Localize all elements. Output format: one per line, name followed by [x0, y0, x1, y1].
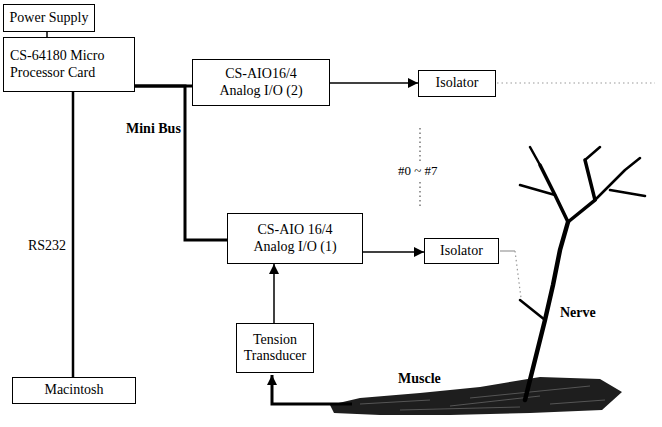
signal-arrow	[273, 264, 275, 323]
muscle-texture	[360, 386, 605, 410]
box-text: Macintosh	[44, 382, 103, 398]
box-text: Tension Transducer	[241, 332, 309, 364]
analog-io-box: CS-AIO16/4 Analog I/O (2)	[192, 59, 330, 106]
box-text: CS-64180 Micro Processor Card	[10, 48, 128, 80]
computer-box: Macintosh	[12, 377, 136, 404]
channel-range: #0 ~ #7	[396, 163, 440, 179]
processor-card-box: CS-64180 Micro Processor Card	[3, 37, 135, 92]
force-line	[272, 375, 352, 404]
stimulus-wire	[500, 250, 515, 251]
nerve-branch	[520, 147, 645, 320]
isolator-box: Isolator	[418, 70, 496, 97]
transducer-box: Tension Transducer	[236, 323, 314, 373]
stimulus-wire	[497, 82, 655, 83]
bus-line	[135, 86, 227, 240]
muscle-shape	[330, 377, 622, 415]
edge-label: Mini Bus	[126, 121, 181, 136]
isolator-box: Isolator	[424, 238, 499, 264]
stimulus-wire	[515, 251, 521, 298]
edge-label: RS232	[28, 238, 66, 253]
box-text: CS-AIO 16/4 Analog I/O (1)	[246, 222, 344, 254]
signal-arrow	[363, 251, 424, 253]
box-text: Isolator	[436, 75, 479, 91]
muscle-label: Muscle	[398, 371, 441, 386]
box-text: Isolator	[440, 243, 483, 259]
nerve-label: Nerve	[560, 305, 596, 320]
box-text: Power Supply	[10, 10, 89, 26]
analog-io-box: CS-AIO 16/4 Analog I/O (1)	[227, 213, 363, 264]
box-text: CS-AIO16/4 Analog I/O (2)	[211, 66, 311, 98]
bus-line	[72, 92, 75, 377]
power-supply-box: Power Supply	[3, 4, 95, 32]
nerve-branch	[540, 160, 595, 222]
signal-arrow	[330, 82, 418, 84]
